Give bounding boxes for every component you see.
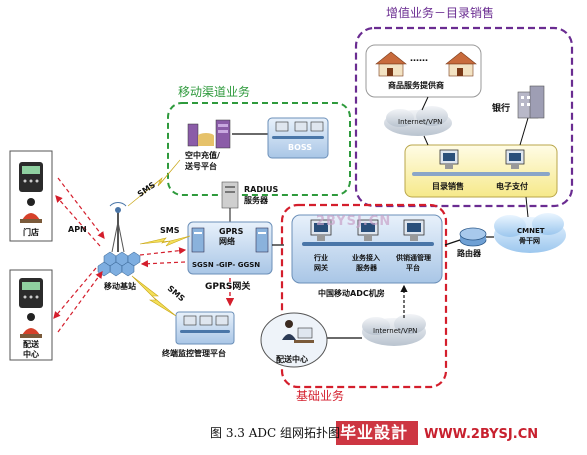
industry-gateway-label-1: 行业	[314, 254, 328, 262]
bank-label: 银行	[492, 104, 511, 114]
sms-bolt-mid	[139, 235, 191, 247]
internet-vpn-cloud-bottom	[362, 314, 426, 346]
gprs-network-label-2: 网络	[219, 237, 235, 246]
recharge-label-2: 送号平台	[185, 162, 217, 171]
terminal-platform-icon	[175, 311, 235, 345]
dispatch-left-label-2: 中心	[23, 350, 39, 359]
watermark-brand-box	[336, 421, 418, 445]
house-icon-left	[375, 51, 407, 77]
store-label: 门店	[23, 228, 39, 237]
cmnet-cloud	[494, 213, 566, 253]
boss-computers-icon	[272, 121, 324, 139]
watermark-url: WWW.2BYSJ.CN	[424, 427, 539, 442]
radius-server-icon	[221, 181, 239, 209]
gprs-network-label-1: GPRS	[219, 227, 244, 236]
house-icon-right	[445, 51, 477, 77]
watermark-center: 2BYSJ.CN	[316, 214, 392, 229]
internet-vpn-cloud-top	[384, 106, 452, 136]
pc-biz-access-icon	[357, 219, 379, 241]
lan-bus-adc	[302, 242, 434, 246]
router-icon	[459, 227, 487, 247]
dispatch-center-label: 配送中心	[276, 355, 308, 364]
radius-label-1: RADIUS	[244, 185, 279, 194]
pc-supply-mgmt-icon	[403, 219, 425, 241]
value-added-section-title: 增值业务－目录销售	[386, 6, 495, 20]
recharge-label-1: 空中充值/	[185, 151, 220, 160]
pos-terminal-icon-store	[19, 162, 43, 192]
gprs-gateway-panel	[187, 221, 273, 275]
dots-label: ……	[410, 54, 428, 64]
base-station-icon	[97, 202, 141, 277]
base-station-label: 移动基站	[104, 282, 136, 291]
boss-label: BOSS	[288, 143, 313, 152]
biz-access-label-1: 业务接入	[352, 254, 380, 262]
industry-gateway-label-2: 网关	[314, 264, 328, 272]
figure-caption: 图 3.3 ADC 组网拓扑图	[210, 426, 340, 440]
supply-mgmt-label-1: 供销通管理	[396, 254, 431, 262]
link-dispatch-base-b	[53, 267, 97, 319]
link-panel-cmnet	[525, 196, 529, 218]
internet-vpn-bottom-label: Internet/VPN	[373, 327, 418, 335]
pc-industry-gateway-icon	[310, 219, 332, 241]
terminal-platform-label: 终端监控管理平台	[162, 349, 226, 358]
gprs-gateway-label: GPRS网关	[205, 282, 251, 292]
link-base-gprs-2	[140, 260, 186, 268]
link-dispatch-base-a	[57, 271, 103, 333]
link-merchant-cloud	[421, 96, 429, 111]
mobile-channel-section-title: 移动渠道业务	[178, 85, 251, 99]
basic-section-title: 基础业务	[296, 389, 345, 403]
operator-person-icon	[282, 320, 314, 343]
value-added-section-border	[354, 26, 574, 208]
link-store-base-a	[57, 177, 105, 239]
pc-payment-icon	[505, 149, 525, 169]
link-bank-panel	[519, 117, 529, 146]
cmnet-label-2: 骨干网	[519, 237, 540, 245]
internet-vpn-top-label: Internet/VPN	[398, 118, 443, 126]
sms-bolt-bottom	[131, 275, 177, 317]
dispatch-left-label-1: 配送	[23, 340, 39, 349]
catalog-payment-panel	[404, 144, 558, 198]
link-store-base-b	[55, 195, 101, 247]
lan-bus-top	[412, 172, 550, 176]
bank-building-icon	[517, 85, 545, 119]
link-adc-router	[444, 239, 461, 246]
catalog-sales-label: 目录销售	[432, 182, 464, 191]
recharge-server-icon	[187, 119, 231, 149]
gprs-equipment-icon	[191, 227, 269, 253]
sgsn-ggsn-label: SGSN -GIP- GGSN	[192, 261, 261, 269]
person-icon-store	[20, 198, 42, 223]
biz-access-label-2: 服务器	[356, 264, 377, 272]
apn-label: APN	[68, 225, 87, 234]
pos-terminal-icon-dispatch	[19, 278, 43, 308]
link-base-gprs-1	[139, 247, 187, 256]
cmnet-label-1: CMNET	[517, 227, 545, 235]
sms-label-mid: SMS	[160, 226, 180, 235]
pc-catalog-icon	[439, 149, 459, 169]
sms-bolt-top	[127, 159, 181, 207]
adc-room-label: 中国移动ADC机房	[318, 289, 385, 298]
e-payment-label: 电子支付	[496, 182, 528, 191]
watermark-brand: 毕业設計	[340, 423, 409, 442]
link-cloud-panel	[423, 135, 429, 146]
basic-section-border	[280, 203, 448, 389]
supply-mgmt-label-2: 平台	[406, 264, 420, 272]
person-icon-dispatch	[20, 313, 42, 338]
radius-label-2: 服务器	[244, 196, 268, 205]
router-label: 路由器	[457, 249, 481, 258]
merchant-provider-label: 商品服务提供商	[388, 81, 444, 90]
